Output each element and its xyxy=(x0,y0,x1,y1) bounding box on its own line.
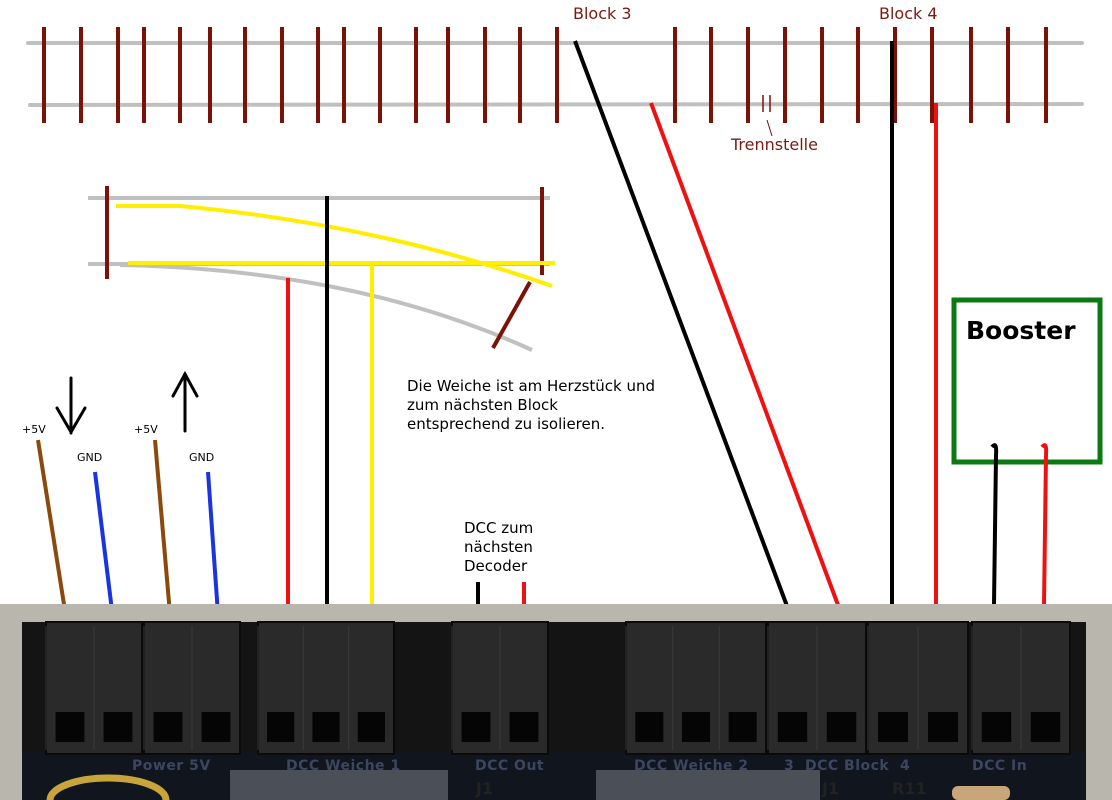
terminal-screw-slot xyxy=(153,712,183,742)
pcb-label-dcc-out: DCC Out xyxy=(475,758,545,774)
pcb-label-dcc-block: 3 DCC Block 4 xyxy=(784,758,911,774)
terminal-screw-slot xyxy=(826,712,857,742)
pcb-label-j1-b: J1 xyxy=(822,779,840,798)
label-booster: Booster xyxy=(966,316,1076,345)
decoder-board xyxy=(0,604,1112,800)
label-dcc-next-decoder: DCC zum nächsten Decoder xyxy=(464,519,534,575)
terminal-blocks xyxy=(45,621,1071,755)
capacitor xyxy=(46,774,170,800)
label-gnd-left: GND xyxy=(77,451,103,464)
terminal-screw-slot xyxy=(267,712,295,742)
terminal-screw-slot xyxy=(461,712,491,742)
relay-right xyxy=(596,770,820,800)
pcb-label-j1-a: J1 xyxy=(476,779,494,798)
booster-wire-red xyxy=(1040,443,1049,606)
terminal-screw-slot xyxy=(103,712,133,742)
note-weiche-isolation: Die Weiche ist am Herzstück und zum näch… xyxy=(407,377,656,433)
pcb-label-dcc-weiche-2: DCC Weiche 2 xyxy=(634,758,749,774)
resistor-r11 xyxy=(952,786,1010,800)
pcb-label-r11: R11 xyxy=(892,779,927,798)
relay-left xyxy=(230,770,448,800)
terminal-screw-slot xyxy=(777,712,808,742)
terminal-screw-slot xyxy=(682,712,710,742)
pcb-label-dcc-in: DCC In xyxy=(972,758,1028,774)
wire-red-block3 xyxy=(649,102,840,606)
track-sleepers xyxy=(42,27,1048,123)
terminal-screw-slot xyxy=(878,712,908,742)
booster-box xyxy=(951,297,1103,465)
pcb-silk-band xyxy=(22,752,1086,800)
turnout-yellow-diverging xyxy=(116,204,553,288)
terminal-screw-slot xyxy=(55,712,85,742)
pcb-label-power: Power 5V xyxy=(132,758,211,774)
wire-blue-gnd-left xyxy=(93,471,115,620)
wire-brown-5v-left xyxy=(36,439,68,618)
turnout xyxy=(88,186,555,352)
trennstelle-pointer xyxy=(766,119,773,137)
terminal-screw-slot xyxy=(357,712,385,742)
wire-brown-5v-right xyxy=(153,439,172,615)
arrow-down-icon xyxy=(55,376,87,435)
terminal-screw-slot xyxy=(728,712,757,742)
main-track xyxy=(26,27,1084,137)
label-gnd-right: GND xyxy=(189,451,215,464)
wire-black-block3 xyxy=(573,40,789,607)
terminal-screw-slot xyxy=(1030,712,1061,742)
label-block-3: Block 3 xyxy=(573,4,632,23)
terminal-screw-slot xyxy=(509,712,539,742)
terminal-screw-slot xyxy=(981,712,1012,742)
booster-wire-black xyxy=(990,443,999,606)
herzstueck-sleeper xyxy=(491,281,532,349)
label-5v-right: +5V xyxy=(134,423,158,436)
pcb-label-dcc-weiche-1: DCC Weiche 1 xyxy=(286,758,401,774)
terminal-screw-slot xyxy=(635,712,664,742)
label-trennstelle: Trennstelle xyxy=(731,135,818,154)
wire-blue-gnd-right xyxy=(206,471,220,615)
terminal-screw-slot xyxy=(201,712,231,742)
label-block-4: Block 4 xyxy=(879,4,938,23)
label-5v-left: +5V xyxy=(22,423,46,436)
arrow-up-icon xyxy=(171,370,199,433)
terminal-screw-slot xyxy=(312,712,340,742)
terminal-screw-slot xyxy=(928,712,958,742)
